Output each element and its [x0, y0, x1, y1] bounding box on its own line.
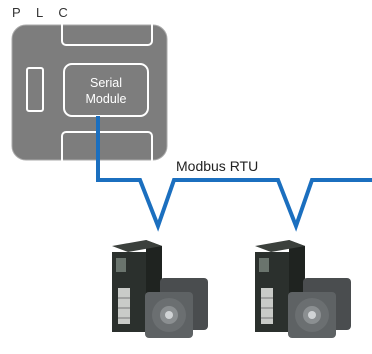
driver-motor-unit-1	[112, 240, 208, 338]
driver-1-top	[112, 240, 162, 252]
serial-module-box	[63, 63, 149, 117]
modbus-bus-line	[96, 116, 372, 232]
motor-1-shaft	[165, 311, 173, 319]
driver-2-top	[255, 240, 305, 252]
serial-module-line2: Module	[85, 92, 127, 106]
modbus-rtu-label: Modbus RTU	[176, 158, 259, 174]
serial-module-line1: Serial	[90, 76, 122, 90]
driver-motor-unit-2	[255, 240, 351, 338]
driver-1-connector	[118, 288, 130, 324]
serial-module-label: Serial Module	[64, 67, 148, 115]
plc-top-slot	[61, 17, 153, 46]
driver-1-panel	[116, 258, 126, 272]
plc-side-slot	[26, 67, 44, 112]
driver-2-connector	[261, 288, 273, 324]
driver-2-panel	[259, 258, 269, 272]
motor-2-shaft	[308, 311, 316, 319]
plc-bottom-slot	[61, 131, 153, 165]
plc-label: P L C	[12, 5, 74, 20]
plc-body	[11, 24, 168, 161]
